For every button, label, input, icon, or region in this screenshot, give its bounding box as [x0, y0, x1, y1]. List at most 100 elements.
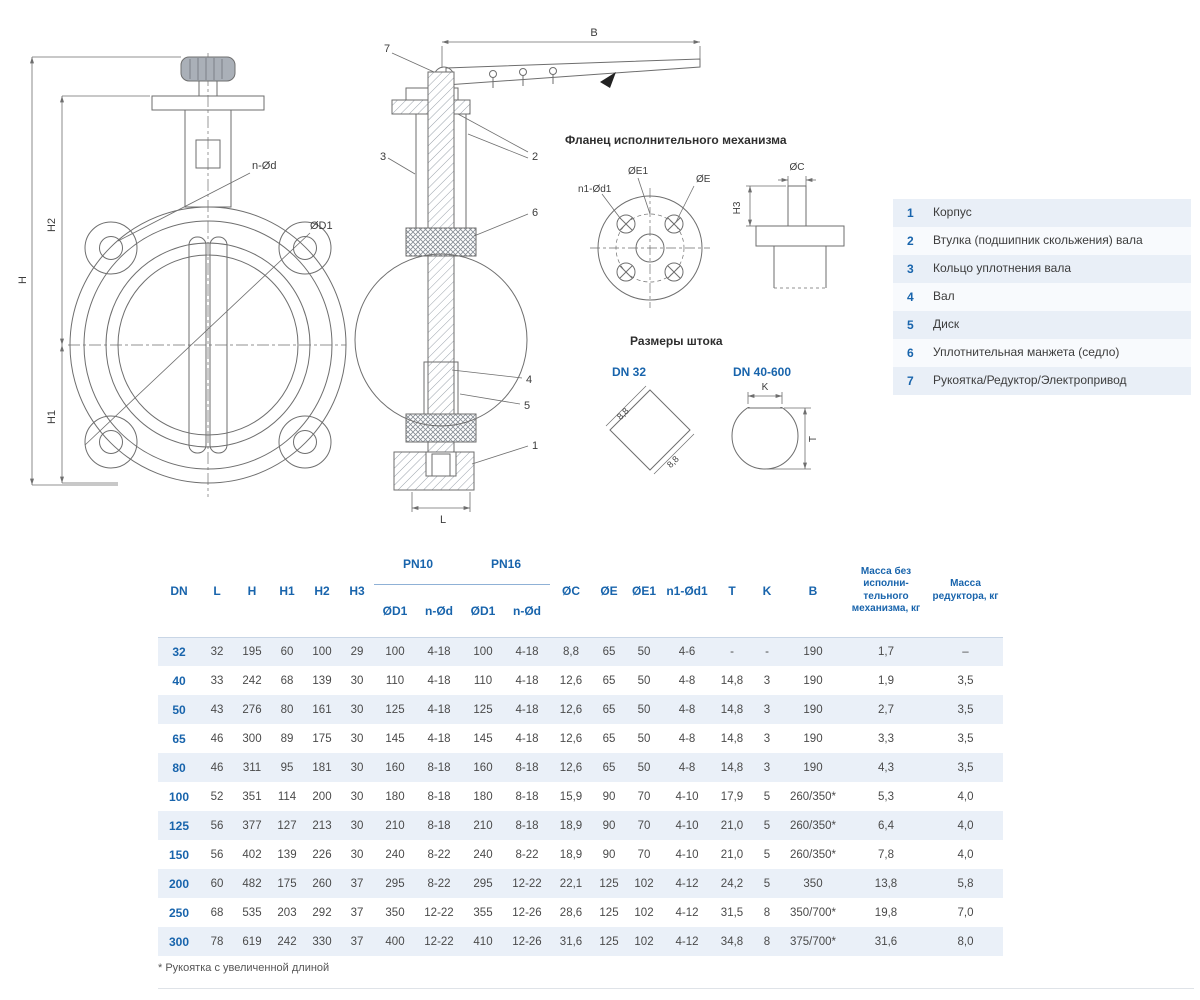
col-h3: H3 — [349, 583, 365, 598]
spec-cell: 242 — [277, 935, 297, 948]
col-n1-od1: n1-Ød1 — [666, 583, 708, 598]
part-number: 3 — [907, 262, 914, 276]
spec-cell: 4-10 — [675, 848, 699, 861]
spec-cell: 18,9 — [559, 848, 583, 861]
spec-cell: 21,0 — [720, 848, 744, 861]
callout-6: 6 — [532, 207, 538, 219]
callout-4: 4 — [526, 374, 532, 386]
spec-cell: 145 — [385, 732, 405, 745]
spec-cell: 89 — [280, 732, 294, 745]
spec-cell: 8-18 — [515, 790, 539, 803]
spec-cell: 56 — [210, 848, 224, 861]
spec-cell: 8-18 — [427, 819, 451, 832]
spec-cell: 102 — [634, 935, 654, 948]
spec-cell: 50 — [637, 703, 651, 716]
spec-cell: 65 — [602, 703, 616, 716]
part-name: Кольцо уплотнения вала — [933, 261, 1071, 276]
section-view-drawing: B L 7 3 2 6 4 5 1 — [354, 27, 701, 526]
part-number: 4 — [907, 290, 914, 304]
parts-list-item: 6 Уплотнительная манжета (седло) — [893, 339, 1191, 367]
spec-cell: 70 — [637, 790, 651, 803]
spec-cell: 18,9 — [559, 819, 583, 832]
valve-neck — [151, 74, 265, 208]
spec-cell: 4-10 — [675, 819, 699, 832]
spec-cell: 30 — [350, 790, 364, 803]
spec-cell: 8-22 — [515, 848, 539, 861]
footnote: * Рукоятка с увеличенной длиной — [158, 962, 330, 974]
spec-cell: 17,9 — [720, 790, 744, 803]
spec-cell: 34,8 — [720, 935, 744, 948]
spec-cell: 12,6 — [559, 703, 583, 716]
dim-l — [411, 492, 471, 512]
label-oe: ØE — [696, 174, 711, 185]
part-name: Рукоятка/Редуктор/Электропривод — [933, 373, 1127, 388]
spec-cell: 43 — [210, 703, 224, 716]
spec-cell: 37 — [350, 906, 364, 919]
label-oc: ØC — [790, 162, 805, 173]
spec-cell: 65 — [602, 761, 616, 774]
spec-cell: 22,1 — [559, 877, 583, 890]
spec-cell: 300 — [242, 732, 262, 745]
spec-table-wrap: DN L H H1 H2 H3 PN10 PN16 ØC ØE ØE1 n1-Ø… — [158, 545, 1003, 956]
spec-cell: 4-18 — [504, 636, 550, 666]
callout-3: 3 — [380, 151, 386, 163]
spec-table: DN L H H1 H2 H3 PN10 PN16 ØC ØE ØE1 n1-Ø… — [158, 545, 1003, 956]
spec-cell: 95 — [280, 761, 294, 774]
spec-cell: 5,8 — [957, 877, 974, 890]
spec-cell: 31,6 — [874, 935, 898, 948]
spec-cell: 29 — [340, 636, 374, 666]
dim-label-h1: H1 — [46, 410, 58, 424]
dn-cell: 80 — [172, 760, 186, 775]
col-pn10-od1: ØD1 — [382, 603, 408, 618]
dim-label-l: L — [440, 514, 446, 526]
dim-label-b: B — [590, 27, 597, 39]
spec-cell: 4-12 — [675, 906, 699, 919]
spec-cell: 90 — [602, 790, 616, 803]
part-name: Уплотнительная манжета (седло) — [933, 345, 1120, 360]
col-k: K — [762, 583, 772, 598]
spec-cell: 30 — [350, 732, 364, 745]
spec-cell: 15,9 — [559, 790, 583, 803]
square-dim-1: 8,8 — [615, 406, 631, 422]
stem-dn40-600-label: DN 40-600 — [733, 365, 792, 379]
spec-cell: 213 — [312, 819, 332, 832]
dim-h — [30, 56, 181, 486]
dim-label-h: H — [18, 276, 29, 284]
spec-cell: 8 — [763, 935, 771, 948]
dn-cell: 200 — [168, 876, 190, 891]
part-name: Втулка (подшипник скольжения) вала — [933, 233, 1143, 248]
spec-cell: 68 — [210, 906, 224, 919]
spec-cell: 190 — [803, 732, 823, 745]
spec-cell: 12-22 — [424, 906, 454, 919]
spec-cell: 180 — [473, 790, 493, 803]
spec-cell: 175 — [312, 732, 332, 745]
spec-cell: 4,3 — [878, 761, 894, 774]
spec-cell: 12-22 — [424, 935, 454, 948]
dn-cell: 65 — [172, 731, 186, 746]
leader-d1 — [84, 232, 311, 446]
callout-1: 1 — [532, 440, 538, 452]
dn-cell: 250 — [168, 905, 190, 920]
spec-cell: 12-26 — [512, 906, 542, 919]
part-number: 6 — [907, 346, 914, 360]
col-h: H — [247, 583, 257, 598]
label-oe1: ØE1 — [628, 166, 648, 177]
spec-cell: 21,0 — [720, 819, 744, 832]
spec-cell: 295 — [385, 877, 405, 890]
spec-cell: 3 — [763, 674, 771, 687]
spec-cell: 377 — [242, 819, 262, 832]
spec-cell: 4-18 — [427, 732, 451, 745]
body-outline — [354, 253, 528, 427]
square-dim-2: 8,8 — [665, 454, 681, 470]
label-h3: H3 — [732, 201, 743, 214]
dim-t — [767, 407, 811, 470]
spec-cell: 210 — [385, 819, 405, 832]
spec-cell: 33 — [210, 674, 224, 687]
spec-cell: 78 — [210, 935, 224, 948]
valve-disc — [188, 236, 228, 454]
spec-cell: 8,0 — [957, 935, 974, 948]
spec-cell: 276 — [242, 703, 262, 716]
